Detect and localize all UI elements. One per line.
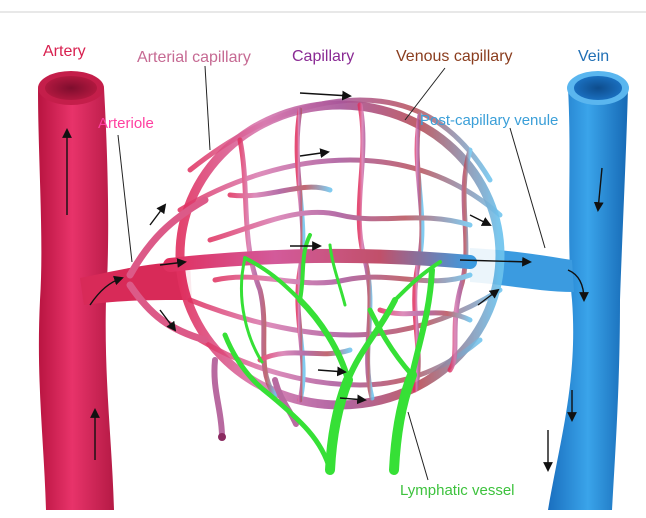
capillary-network: [130, 100, 500, 441]
lymphatic-vessel-label: Lymphatic vessel: [400, 483, 515, 498]
arteriole-label: Arteriole: [98, 116, 154, 131]
artery-vessel: [38, 71, 192, 510]
venous-capillary-label: Venous capillary: [396, 49, 513, 65]
post-capillary-venule-label: Post-capillary venule: [420, 113, 558, 128]
artery-label: Artery: [43, 44, 86, 60]
capillary-label: Capillary: [292, 49, 354, 65]
vein-label: Vein: [578, 49, 609, 65]
arterial-capillary-label: Arterial capillary: [137, 50, 251, 66]
